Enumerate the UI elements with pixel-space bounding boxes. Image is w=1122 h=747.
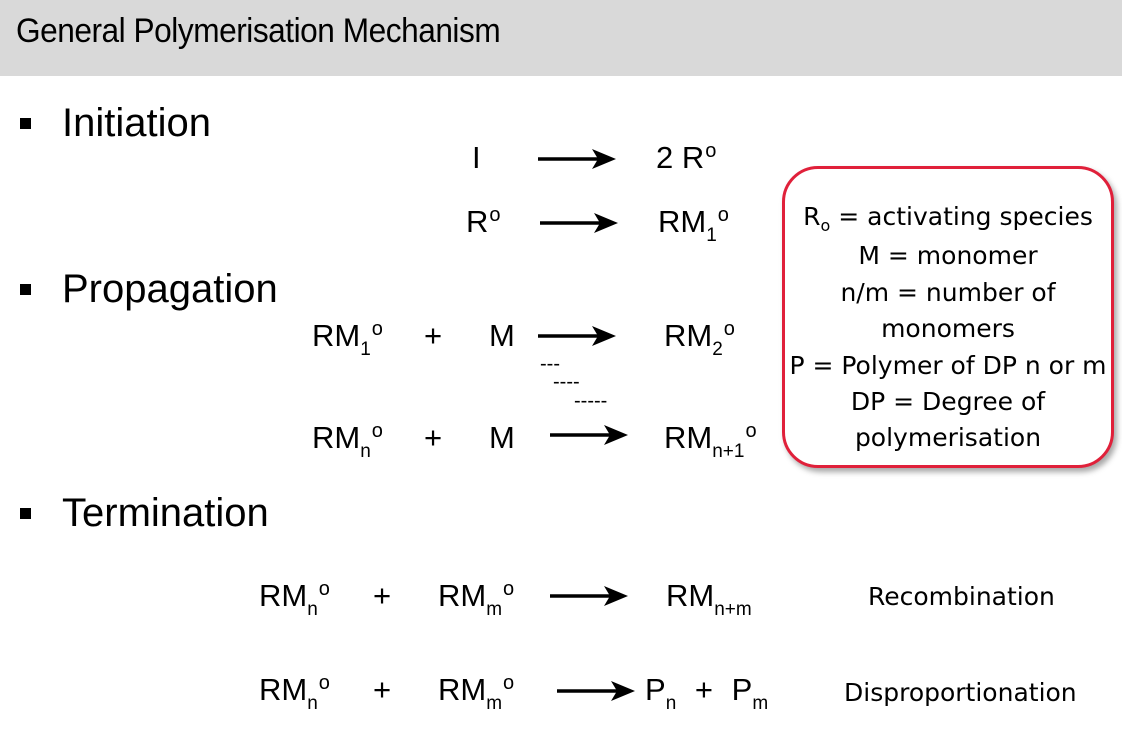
legend-line-monomer: M = monomer bbox=[858, 241, 1038, 271]
legend-subscript: o bbox=[820, 216, 831, 235]
radical-dot: o bbox=[705, 140, 717, 162]
termination-r1-right: RMn+m bbox=[666, 578, 752, 619]
legend-line-degree-of: DP = Degree of bbox=[850, 387, 1046, 417]
termination-r2-b: RMmo bbox=[438, 672, 515, 713]
reactant-rm: RM bbox=[259, 672, 308, 707]
propagation-r2-right: RMn+1o bbox=[664, 420, 757, 461]
subscript: 1 bbox=[360, 339, 371, 360]
subscript: n bbox=[665, 693, 677, 714]
propagation-r1-left: RM1o bbox=[312, 318, 383, 359]
subscript: n bbox=[307, 693, 318, 714]
reactant-rm: RM bbox=[312, 420, 361, 455]
radical-dot: o bbox=[489, 204, 501, 226]
termination-r1-arrow bbox=[550, 585, 628, 607]
reactant-rm: RM bbox=[259, 578, 308, 613]
legend-line-activating-species: Ro = activating species bbox=[785, 199, 1111, 238]
termination-r2-plus: + bbox=[373, 672, 392, 707]
propagation-r1-monomer: M bbox=[489, 318, 515, 353]
radical-dot: o bbox=[745, 420, 757, 442]
slide-title: General Polymerisation Mechanism bbox=[16, 12, 501, 50]
legend-line-polymerisation: polymerisation bbox=[854, 423, 1042, 453]
termination-r1-plus: + bbox=[373, 578, 392, 613]
subscript: n+1 bbox=[712, 441, 745, 462]
two-radicals: 2 R bbox=[656, 140, 705, 175]
radical-dot: o bbox=[503, 578, 515, 600]
initiator-symbol: I bbox=[472, 140, 481, 175]
bullet-marker-propagation bbox=[20, 284, 31, 295]
radical-symbol: R bbox=[466, 204, 489, 239]
slide-header: General Polymerisation Mechanism bbox=[0, 0, 1122, 76]
radical-dot: o bbox=[318, 578, 330, 600]
radical-dot: o bbox=[318, 672, 330, 694]
product-rm: RM bbox=[658, 204, 707, 239]
note-disproportionation: Disproportionation bbox=[844, 678, 1077, 707]
product-rm: RM bbox=[666, 578, 715, 613]
subscript: m bbox=[752, 693, 769, 714]
section-heading-initiation: Initiation bbox=[62, 101, 211, 145]
propagation-r2-left: RMno bbox=[312, 420, 383, 461]
product-polymer: P bbox=[731, 672, 753, 707]
initiation-r2-left: Ro bbox=[466, 204, 501, 239]
termination-r1-a: RMno bbox=[259, 578, 330, 619]
product-rm: RM bbox=[664, 420, 713, 455]
product-rm: RM bbox=[664, 318, 713, 353]
bullet-marker-termination bbox=[20, 508, 31, 519]
radical-dot: o bbox=[717, 204, 729, 226]
continuation-dash-2: ---- bbox=[553, 371, 580, 393]
legend-line-monomers: monomers bbox=[881, 314, 1015, 344]
initiation-r2-right: RM1o bbox=[658, 204, 729, 245]
propagation-r2-monomer: M bbox=[489, 420, 515, 455]
termination-r2-products: Pn + Pm bbox=[645, 672, 768, 713]
reactant-rm: RM bbox=[312, 318, 361, 353]
section-heading-termination: Termination bbox=[62, 491, 269, 535]
subscript: n+m bbox=[714, 599, 752, 620]
propagation-r1-plus: + bbox=[424, 318, 443, 353]
termination-r2-arrow bbox=[557, 680, 635, 702]
initiation-r1-arrow bbox=[538, 148, 616, 170]
subscript: 1 bbox=[706, 225, 717, 246]
subscript: m bbox=[486, 693, 503, 714]
reactant-rm: RM bbox=[438, 672, 487, 707]
radical-dot: o bbox=[503, 672, 515, 694]
product-polymer: P bbox=[645, 672, 666, 707]
reactant-rm: RM bbox=[438, 578, 487, 613]
termination-r1-b: RMmo bbox=[438, 578, 515, 619]
propagation-r2-plus: + bbox=[424, 420, 443, 455]
plus-sign: + bbox=[694, 672, 713, 707]
legend-line-polymer: P = Polymer of DP n or m bbox=[789, 350, 1107, 380]
radical-dot: o bbox=[723, 318, 735, 340]
legend-text: = activating species bbox=[830, 202, 1093, 231]
propagation-r2-arrow bbox=[550, 424, 628, 446]
radical-dot: o bbox=[371, 420, 383, 442]
section-heading-propagation: Propagation bbox=[62, 267, 278, 311]
legend-line-number-of: n/m = number of bbox=[840, 277, 1056, 307]
initiation-r1-right: 2 Ro bbox=[656, 140, 717, 175]
initiation-r2-arrow bbox=[540, 212, 618, 234]
subscript: 2 bbox=[712, 339, 723, 360]
continuation-dash-1: --- bbox=[540, 353, 560, 375]
legend-symbol-r: R bbox=[803, 202, 821, 231]
propagation-r1-arrow bbox=[538, 325, 616, 347]
bullet-marker-initiation bbox=[20, 118, 31, 129]
subscript: m bbox=[486, 599, 503, 620]
termination-r2-a: RMno bbox=[259, 672, 330, 713]
subscript: n bbox=[360, 441, 371, 462]
propagation-r1-right: RM2o bbox=[664, 318, 735, 359]
legend-box: Ro = activating species M = monomer n/m … bbox=[782, 166, 1114, 468]
initiation-r1-left: I bbox=[472, 142, 481, 173]
subscript: n bbox=[307, 599, 318, 620]
note-recombination: Recombination bbox=[868, 582, 1055, 611]
radical-dot: o bbox=[371, 318, 383, 340]
continuation-dash-3: ----- bbox=[574, 390, 608, 412]
